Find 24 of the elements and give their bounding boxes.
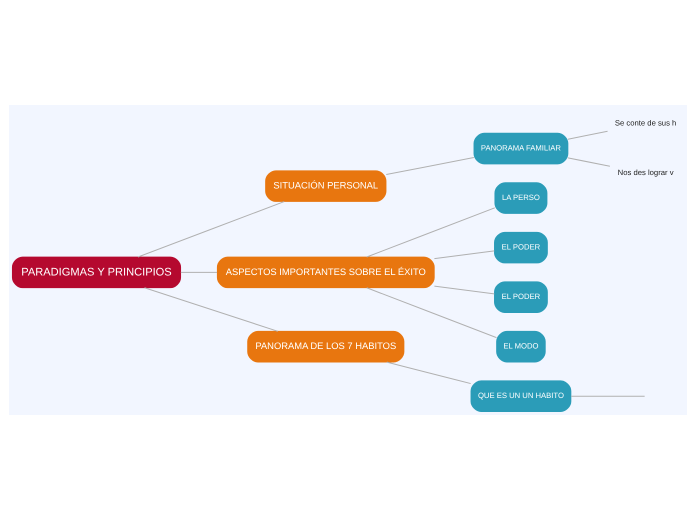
- connector: [571, 396, 645, 397]
- connector: [138, 201, 284, 258]
- node-box: PANORAMA DE LOS 7 HABITOS: [247, 330, 404, 362]
- node-text: Se conte de sus h: [614, 118, 676, 128]
- connector: [144, 287, 278, 332]
- node-box: PARADIGMAS Y PRINCIPIOS: [12, 256, 182, 288]
- node-box: EL PODER: [494, 281, 548, 313]
- node-box: ASPECTOS IMPORTANTES SOBRE EL ÉXITO: [216, 256, 435, 288]
- node-box: PANORAMA FAMILIAR: [474, 132, 568, 164]
- connector: [434, 250, 494, 260]
- connector: [386, 157, 474, 176]
- connector: [366, 287, 497, 338]
- node-box: EL MODO: [496, 330, 546, 362]
- connector: [180, 272, 218, 273]
- node-box: EL PODER: [494, 232, 548, 264]
- node-box: QUE ES UN UN HABITO: [470, 380, 572, 412]
- connector: [434, 286, 494, 294]
- node-box: LA PERSO: [494, 182, 548, 214]
- connector: [568, 157, 610, 167]
- node-box: SITUACIÓN PERSONAL: [265, 170, 386, 202]
- connector: [366, 207, 495, 258]
- connector: [568, 130, 608, 140]
- connector: [386, 362, 471, 384]
- node-text: Nos des lograr v: [618, 168, 674, 178]
